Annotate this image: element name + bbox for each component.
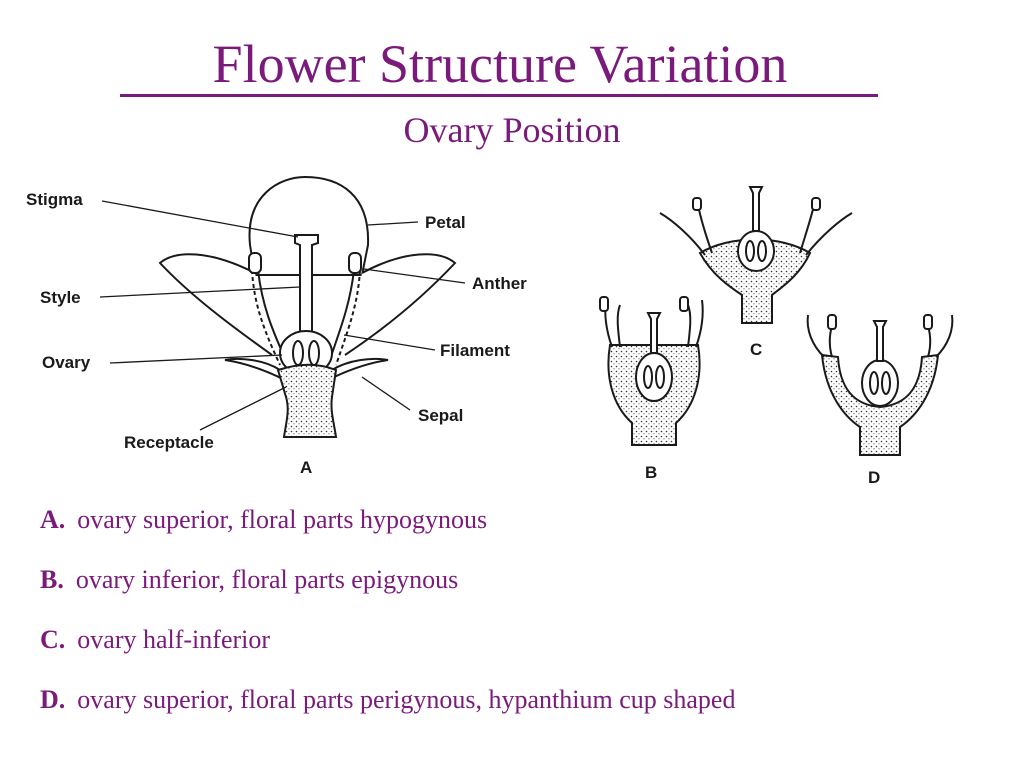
label-petal: Petal [425, 213, 466, 232]
flower-diagram: Stigma Petal Style Anther Ovary Filament… [26, 175, 954, 487]
slide-title: Flower Structure Variation [212, 34, 788, 94]
figure-letter-a: A [300, 458, 312, 477]
item-text: ovary superior, floral parts hypogynous [77, 505, 488, 534]
label-ovary: Ovary [42, 353, 91, 372]
slide-subtitle: Ovary Position [403, 110, 621, 150]
figure-c [659, 186, 853, 324]
item-key: B. [40, 565, 64, 594]
item-key: D. [40, 685, 66, 714]
label-filament: Filament [440, 341, 510, 360]
list-item: D. ovary superior, floral parts perigynou… [40, 685, 735, 715]
item-text: ovary superior, floral parts perigynous,… [77, 685, 736, 714]
item-key: A. [40, 505, 66, 534]
figure-d [806, 314, 954, 456]
figure-letter-d: D [868, 468, 880, 487]
figure-b [599, 296, 704, 446]
title-underline [120, 94, 878, 97]
ovary-position-list: A. ovary superior, floral parts hypogynou… [40, 505, 735, 745]
item-text: ovary half-inferior [77, 625, 271, 654]
item-key: C. [40, 625, 66, 654]
list-item: A. ovary superior, floral parts hypogynou… [40, 505, 735, 535]
label-stigma: Stigma [26, 190, 83, 209]
label-sepal: Sepal [418, 406, 463, 425]
label-receptacle: Receptacle [124, 433, 214, 452]
list-item: C. ovary half-inferior [40, 625, 735, 655]
figure-a-labels: Stigma Petal Style Anther Ovary Filament… [26, 190, 527, 477]
figure-letter-c: C [750, 340, 762, 359]
figure-a [99, 175, 466, 438]
label-anther: Anther [472, 274, 527, 293]
figure-letter-b: B [645, 463, 657, 482]
label-style: Style [40, 288, 81, 307]
list-item: B. ovary inferior, floral parts epigynous [40, 565, 735, 595]
item-text: ovary inferior, floral parts epigynous [75, 565, 459, 594]
